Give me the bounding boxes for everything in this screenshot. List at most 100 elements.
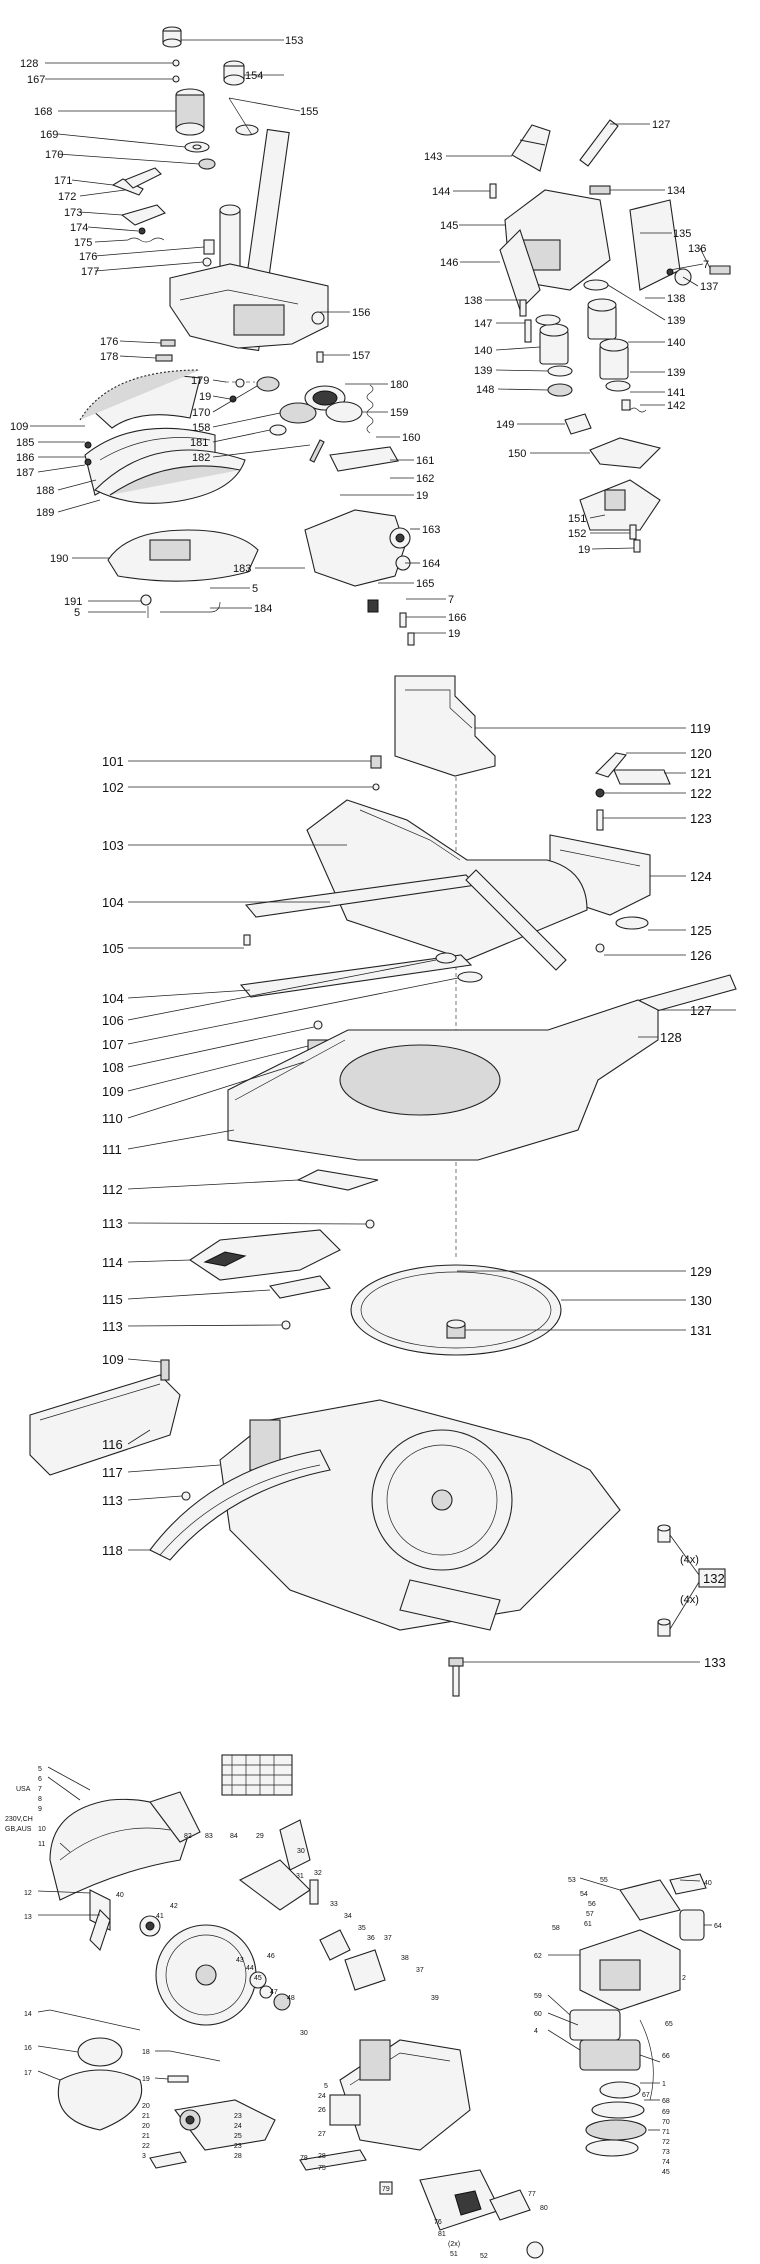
callout-label: 180 [390, 379, 408, 391]
callout-label: 127 [690, 1003, 712, 1018]
callout-label: 19 [448, 628, 460, 640]
callout-label: 120 [690, 746, 712, 761]
callout-label: 44 [246, 1965, 254, 1972]
callout-label: 27 [318, 2131, 326, 2138]
callout-label: 163 [422, 524, 440, 536]
callout-label: 5 [324, 2083, 328, 2090]
callout-label: 26 [318, 2107, 326, 2114]
motor-head-assembly-drawing [49, 1754, 707, 2259]
callout-label: 25 [234, 2133, 242, 2140]
callout-label: 106 [102, 1013, 124, 1028]
callout-label: 177 [81, 266, 99, 278]
callout-label: 80 [540, 2205, 548, 2212]
callout-label: 157 [352, 350, 370, 362]
callout-label: 6 [38, 1776, 42, 1783]
callout-label: 69 [662, 2109, 670, 2116]
callout-label: 40 [116, 1892, 124, 1899]
callout-label: 139 [667, 315, 685, 327]
callout-label: 142 [667, 400, 685, 412]
callout-label: 123 [690, 811, 712, 826]
callout-label: 172 [58, 191, 76, 203]
upper-callout-labels: 153 128 167 154 168 155 169 127 170 143 … [10, 35, 718, 640]
callout-label: 165 [416, 578, 434, 590]
callout-label: 139 [474, 365, 492, 377]
callout-label: 146 [440, 257, 458, 269]
callout-label: 150 [508, 448, 526, 460]
callout-label: 19 [416, 490, 428, 502]
callout-label: 75 [318, 2165, 326, 2172]
callout-label: 83 [205, 1833, 213, 1840]
callout-label: 109 [102, 1352, 124, 1367]
callout-label: 135 [673, 228, 691, 240]
base-callout-labels: 119 101 120 121 102 122 123 103 124 104 … [102, 721, 726, 1670]
callout-label: 110 [102, 1111, 123, 1126]
callout-label: 37 [384, 1935, 392, 1942]
callout-label: (2x) [448, 2241, 460, 2248]
callout-label: 82 [184, 1833, 192, 1840]
callout-label: 143 [424, 151, 442, 163]
callout-label: 174 [70, 222, 88, 234]
callout-label: 36 [367, 1935, 375, 1942]
callout-label: 113 [102, 1319, 123, 1334]
callout-label: 45 [254, 1975, 262, 1982]
callout-label: 168 [34, 106, 52, 118]
callout-label: 162 [416, 473, 434, 485]
callout-label: 22 [142, 2143, 150, 2150]
callout-label: 38 [401, 1955, 409, 1962]
callout-label: 117 [102, 1465, 123, 1480]
callout-label: 78 [300, 2155, 308, 2162]
callout-label: 113 [102, 1493, 123, 1508]
callout-label: 160 [402, 432, 420, 444]
callout-label: 104 [102, 895, 124, 910]
callout-label: 126 [690, 948, 712, 963]
callout-label: 186 [16, 452, 34, 464]
callout-label: 166 [448, 612, 466, 624]
callout-label: 59 [534, 1993, 542, 2000]
callout-label: 52 [480, 2253, 488, 2260]
callout-label: 20 [142, 2103, 150, 2110]
callout-label: 109 [10, 421, 28, 433]
callout-label: 46 [267, 1953, 275, 1960]
upper-assembly-drawing [79, 26, 731, 646]
callout-label: 30 [300, 2030, 308, 2037]
callout-label: 164 [422, 558, 440, 570]
callout-label: 188 [36, 485, 54, 497]
callout-label: 138 [464, 295, 482, 307]
callout-label: 183 [233, 563, 251, 575]
callout-label: 139 [667, 367, 685, 379]
callout-label: 21 [142, 2133, 150, 2140]
callout-label: 161 [416, 455, 434, 467]
callout-label: 182 [192, 452, 210, 464]
callout-label: 133 [704, 1655, 726, 1670]
callout-label: 32 [314, 1870, 322, 1877]
callout-label: 152 [568, 528, 586, 540]
callout-label: 11 [38, 1841, 45, 1848]
callout-label: 128 [660, 1030, 682, 1045]
callout-label: 105 [102, 941, 124, 956]
callout-label: 101 [102, 754, 124, 769]
callout-label: 159 [390, 407, 408, 419]
callout-label: 34 [344, 1913, 352, 1920]
callout-label: 104 [102, 991, 124, 1006]
callout-label: 23 [234, 2143, 242, 2150]
callout-label: 33 [330, 1901, 338, 1908]
callout-label: 156 [352, 307, 370, 319]
callout-label: 37 [416, 1967, 424, 1974]
callout-label: 184 [254, 603, 272, 615]
callout-label: 61 [584, 1921, 592, 1928]
callout-label: 45 [662, 2169, 670, 2176]
callout-label: 14 [24, 2011, 32, 2018]
callout-label: 68 [662, 2098, 670, 2105]
callout-label: 64 [714, 1923, 722, 1930]
callout-label: 129 [690, 1264, 712, 1279]
base-assembly-drawing [29, 675, 737, 1697]
callout-label: 144 [432, 186, 450, 198]
callout-label: 158 [192, 422, 210, 434]
callout-label: 35 [358, 1925, 366, 1932]
motor-callout-labels: 5 6 USA 7 8 9 230V,CH GB,AUS 10 11 82 83… [5, 1766, 722, 2260]
callout-label: 31 [296, 1873, 304, 1880]
callout-label: 79 [382, 2186, 390, 2193]
callout-label: 147 [474, 318, 492, 330]
callout-label: 181 [190, 437, 208, 449]
